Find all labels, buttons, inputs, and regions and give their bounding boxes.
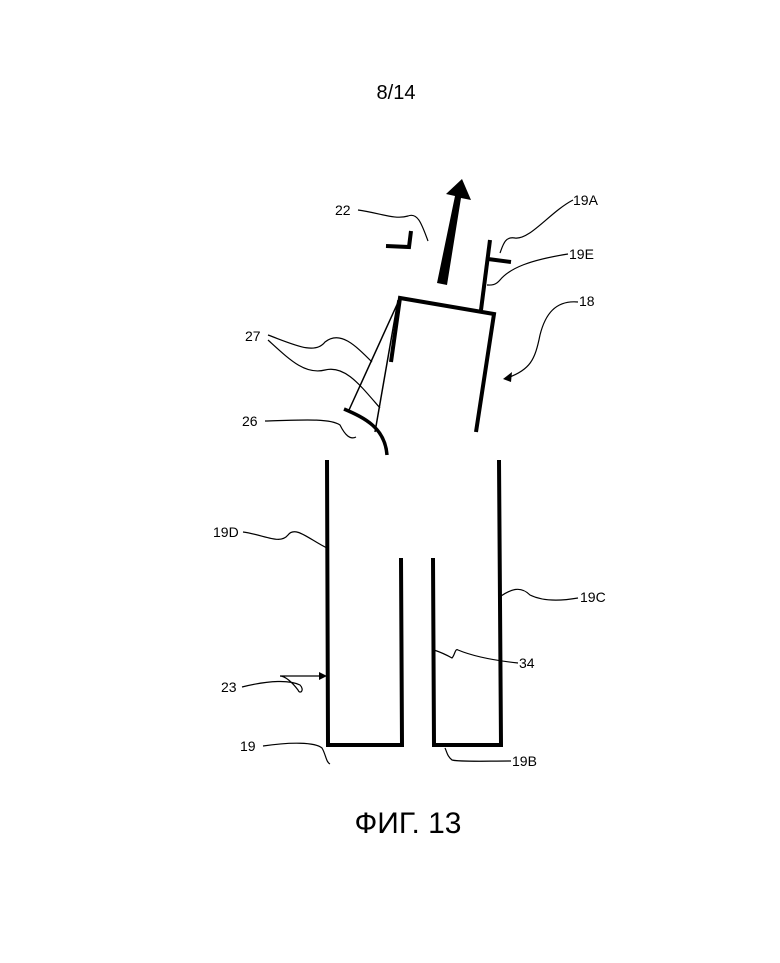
post-19e [481, 240, 490, 310]
arrowhead-18 [503, 372, 512, 382]
label-26: 26 [242, 413, 258, 429]
label-19e: 19E [569, 246, 594, 262]
label-18: 18 [579, 293, 595, 309]
leg-right-19b [433, 460, 501, 745]
leader-26 [265, 420, 356, 438]
label-19d: 19D [213, 524, 239, 540]
leader-23 [242, 676, 322, 692]
label-27: 27 [245, 328, 261, 344]
leader-19a [500, 200, 573, 253]
leader-19 [263, 743, 330, 764]
leader-34 [434, 650, 518, 663]
leader-19c [501, 589, 578, 600]
curved-edge-26 [344, 409, 387, 455]
page-number: 8/14 [377, 82, 416, 104]
label-19: 19 [240, 738, 256, 754]
label-23: 23 [221, 679, 237, 695]
leg-left-19 [327, 460, 402, 745]
bracket-22 [386, 231, 411, 247]
label-34: 34 [519, 655, 535, 671]
figure-caption: ФИГ. 13 [355, 807, 462, 840]
label-22: 22 [335, 202, 351, 218]
leader-19b [445, 748, 511, 761]
direction-arrow [437, 179, 471, 285]
leader-18 [507, 302, 578, 378]
flap-line-inner [375, 300, 398, 432]
leader-27a [268, 335, 372, 362]
leader-27b [268, 340, 380, 408]
leader-19d [243, 532, 327, 548]
label-19a: 19A [573, 192, 599, 208]
panel-18 [391, 298, 494, 432]
label-19b: 19B [512, 753, 537, 769]
leader-22 [358, 210, 428, 241]
tab-19a [488, 259, 511, 262]
label-19c: 19C [580, 589, 606, 605]
